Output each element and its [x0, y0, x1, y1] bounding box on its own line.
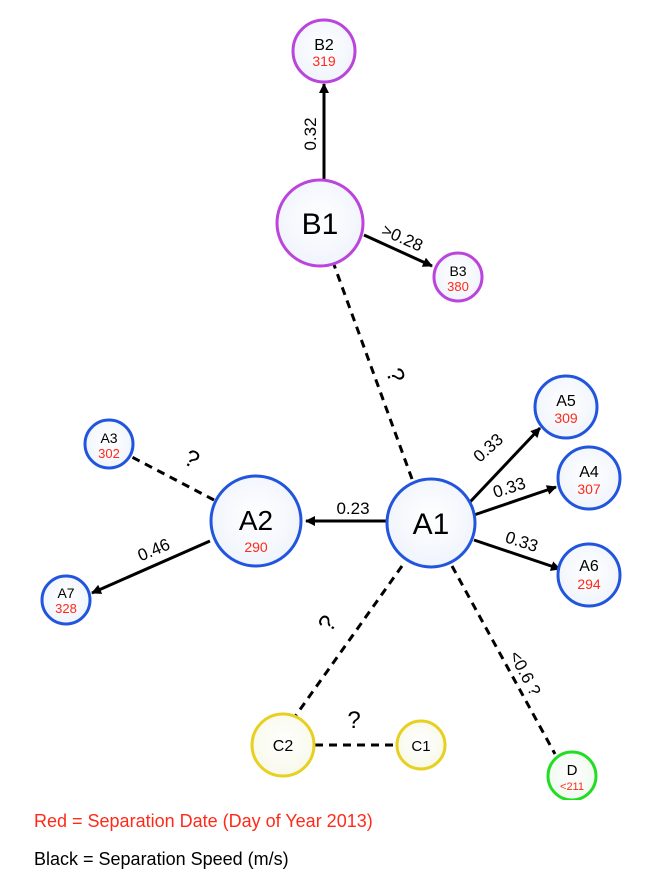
node-a2: A2 290 [209, 474, 303, 568]
node-b1: B1 [275, 178, 365, 268]
edges [91, 83, 561, 755]
node-a5: A5 309 [533, 374, 599, 440]
node-a1-name: A1 [413, 508, 450, 541]
node-c2-name: C2 [273, 738, 294, 755]
edge-label-a2-a3: ? [179, 444, 203, 474]
node-a3: A3 302 [83, 418, 135, 470]
node-a5-name: A5 [556, 393, 576, 410]
node-a6-name: A6 [579, 558, 599, 575]
node-a2-name: A2 [239, 505, 273, 536]
node-a1: A1 [385, 477, 477, 569]
node-a2-date: 290 [244, 539, 268, 555]
node-a3-date: 302 [98, 446, 120, 461]
edge-a2-a7 [91, 539, 211, 595]
edge-label-c2-c1: ? [347, 707, 360, 734]
legend-red-meaning: Red = Separation Date (Day of Year 2013) [34, 811, 373, 831]
node-a4-name: A4 [579, 464, 599, 481]
edge-label-b1-b3: >0.28 [379, 221, 426, 256]
node-a7-name: A7 [57, 585, 74, 601]
nodes: B2 319 B1 B3 380 A5 309 A4 307 A6 294 [40, 18, 622, 800]
edge-a1-c2 [292, 565, 404, 719]
edge-label-a1-d: <0.6 ? [505, 648, 544, 699]
node-a6: A6 294 [556, 542, 622, 608]
node-d-date: <211 [560, 781, 584, 793]
node-a5-date: 309 [554, 410, 578, 426]
edge-a2-a3 [129, 454, 215, 502]
node-a4-date: 307 [577, 481, 601, 497]
edge-label-a1-a2: 0.23 [336, 499, 369, 518]
node-d: D <211 [546, 750, 598, 800]
edge-label-b1-b2: 0.32 [301, 117, 320, 150]
edge-b1-b3 [363, 233, 433, 268]
node-c1: C1 [395, 719, 447, 771]
edge-a1-a6 [473, 538, 561, 571]
node-a7-date: 328 [55, 601, 77, 616]
node-a4: A4 307 [556, 445, 622, 511]
edge-a1-a5 [468, 426, 542, 504]
node-b3: B3 380 [432, 251, 484, 303]
node-b2-date: 319 [312, 53, 336, 69]
node-a7: A7 328 [40, 574, 92, 626]
node-b2-name: B2 [314, 37, 334, 54]
edge-label-a1-c2: ? [313, 610, 343, 636]
node-b1-name: B1 [302, 208, 339, 241]
node-c2: C2 [250, 712, 316, 778]
edge-a1-d [450, 565, 557, 755]
node-a3-name: A3 [100, 430, 117, 446]
node-a6-date: 294 [577, 576, 601, 592]
node-b2: B2 319 [291, 18, 357, 84]
edge-label-a1-a5: 0.33 [470, 430, 507, 466]
node-b3-date: 380 [447, 279, 469, 294]
edge-a1-b1 [331, 261, 414, 480]
node-d-name: D [567, 762, 578, 779]
node-c1-name: C1 [411, 738, 430, 755]
edge-a1-a4 [473, 485, 557, 517]
edge-label-a1-b1: ? [380, 365, 410, 387]
node-b3-name: B3 [449, 263, 466, 279]
legend-black-meaning: Black = Separation Speed (m/s) [34, 849, 289, 869]
fragment-diagram: 0.32 >0.28 ? 0.33 0.33 0.33 0.23 ? 0.46 … [40, 18, 622, 800]
